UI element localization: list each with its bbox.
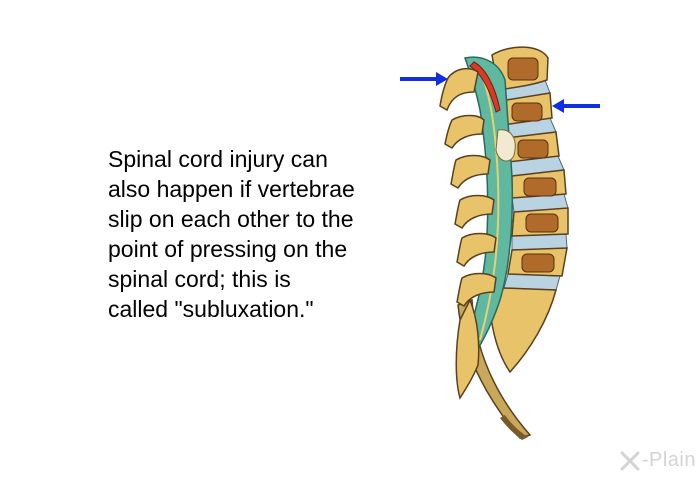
- spinal-cord-line: [477, 65, 500, 341]
- xplain-logo-icon: [620, 451, 640, 470]
- arrow-icon: [400, 72, 448, 86]
- watermark-text: -Plain: [641, 449, 696, 471]
- coccyx-tip: [500, 415, 528, 440]
- caption-text: Spinal cord injury can also happen if ve…: [108, 144, 428, 324]
- caption-line: called "subluxation.": [108, 296, 314, 322]
- cord-bulge: [495, 129, 516, 162]
- caption-line: slip on each other to the: [108, 206, 354, 232]
- spine-illustration: [400, 46, 600, 440]
- arrow-icon: [552, 99, 600, 113]
- spinous-processes: [439, 67, 497, 308]
- sacrum: [455, 298, 480, 400]
- caption-line: spinal cord; this is: [108, 266, 291, 292]
- caption-line: also happen if vertebrae: [108, 176, 355, 202]
- xplain-watermark: -Plain: [619, 449, 696, 472]
- caption-line: Spinal cord injury can: [108, 146, 328, 172]
- caption-line: point of pressing on the: [108, 236, 348, 262]
- vertebral-body-cores: [507, 57, 559, 273]
